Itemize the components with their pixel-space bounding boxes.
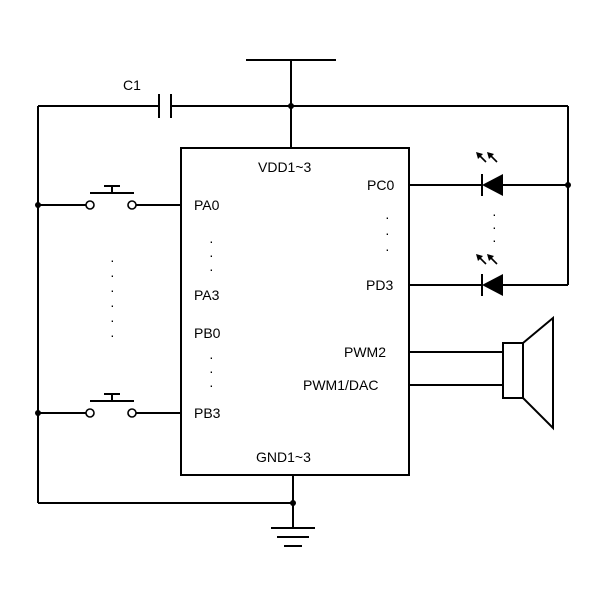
svg-text:·: ·: [110, 282, 115, 298]
speaker-symbol: [409, 315, 554, 431]
capacitor-label: C1: [123, 77, 141, 93]
pb-ellipsis: · · ·: [209, 349, 214, 393]
junction-vdd: [288, 103, 294, 109]
svg-text:·: ·: [385, 225, 390, 241]
led-pd3: [409, 254, 568, 296]
led-ellipsis: · · ·: [492, 206, 497, 248]
svg-text:·: ·: [110, 297, 115, 313]
svg-text:·: ·: [110, 252, 115, 268]
pa-ellipsis: · · ·: [209, 233, 214, 277]
pin-label-pb0: PB0: [194, 325, 221, 341]
vdd-label: VDD1~3: [258, 159, 312, 175]
pin-label-pa3: PA3: [194, 287, 220, 303]
svg-text:·: ·: [385, 241, 390, 257]
pin-label-pd3: PD3: [366, 277, 393, 293]
svg-text:·: ·: [209, 247, 214, 263]
led-pc0: [409, 152, 568, 196]
push-button-pa0: [38, 185, 181, 210]
pc-ellipsis: · · ·: [385, 209, 390, 257]
svg-text:·: ·: [209, 261, 214, 277]
svg-text:·: ·: [492, 232, 497, 248]
ground-symbol: [38, 475, 315, 547]
pin-label-pc0: PC0: [367, 177, 394, 193]
svg-text:·: ·: [492, 206, 497, 222]
microcontroller-chip: [180, 147, 410, 476]
junction-gnd: [290, 500, 296, 506]
svg-text:·: ·: [209, 377, 214, 393]
push-button-pb3: [38, 393, 181, 418]
button-ellipsis: · · · · · ·: [110, 252, 115, 343]
gnd-label: GND1~3: [256, 449, 311, 465]
svg-text:·: ·: [209, 233, 214, 249]
pin-label-pa0: PA0: [194, 197, 220, 213]
pin-label-pwm1-dac: PWM1/DAC: [303, 377, 378, 393]
svg-text:·: ·: [110, 312, 115, 328]
svg-text:·: ·: [492, 219, 497, 235]
pin-label-pb3: PB3: [194, 405, 221, 421]
svg-text:·: ·: [110, 327, 115, 343]
svg-text:·: ·: [209, 363, 214, 379]
svg-text:·: ·: [385, 209, 390, 225]
svg-text:·: ·: [110, 267, 115, 283]
pin-label-pwm2: PWM2: [344, 344, 386, 360]
svg-text:·: ·: [209, 349, 214, 365]
capacitor-c1: C1: [38, 77, 568, 118]
